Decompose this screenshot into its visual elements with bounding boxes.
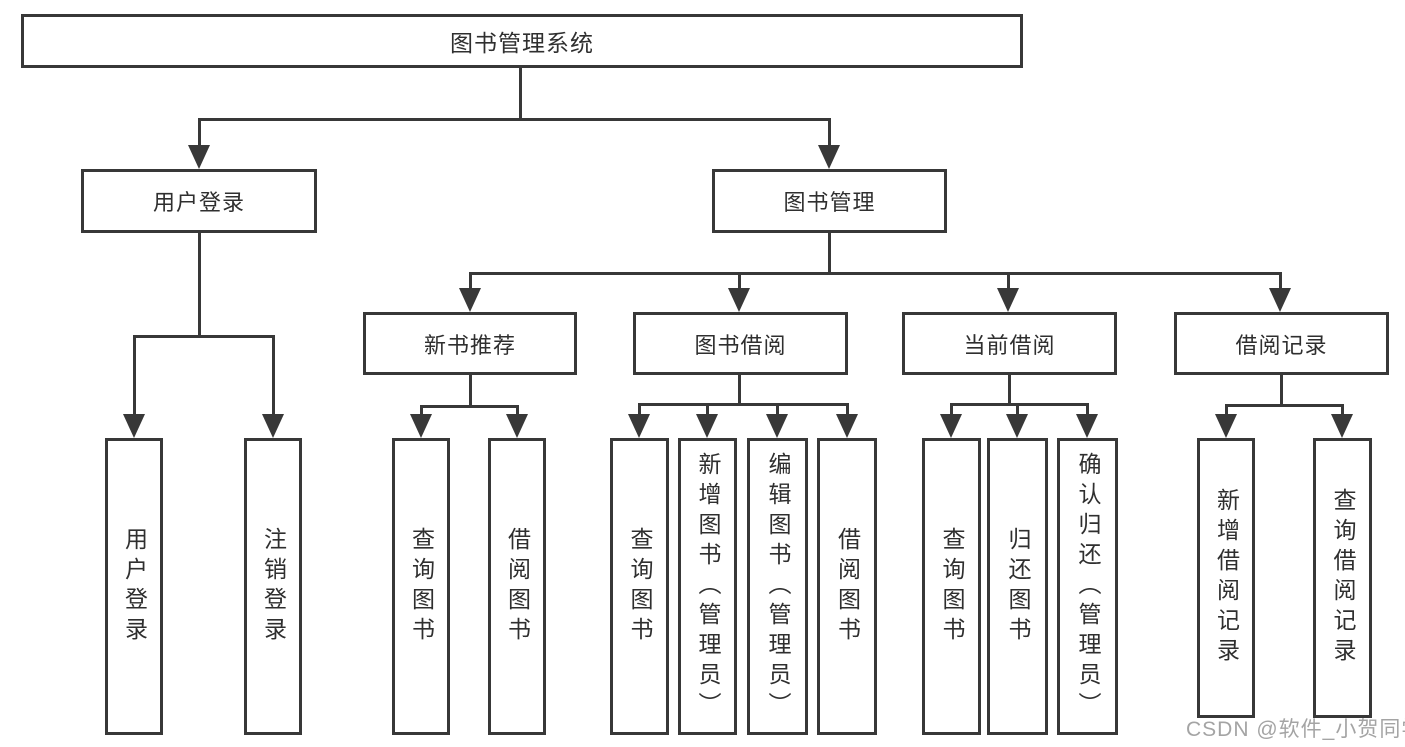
leaf-query-borrow-record: 查询借阅记录: [1313, 438, 1372, 718]
arrow-to-leaf-edit-book: [766, 403, 788, 438]
connector-currentborrow-stem: [1008, 375, 1011, 405]
node-new-book-recommend: 新书推荐: [363, 312, 577, 375]
connector-newbook-rail: [420, 405, 519, 408]
node-borrow-records: 借阅记录: [1174, 312, 1389, 375]
arrow-to-borrow-records: [1269, 272, 1291, 312]
node-user-login: 用户登录: [81, 169, 317, 233]
arrow-to-book-borrow: [728, 272, 750, 312]
connector-userlogin-rail: [133, 335, 275, 338]
leaf-query-book-borrow: 查询图书: [610, 438, 669, 735]
leaf-return-book: 归还图书: [987, 438, 1048, 735]
leaf-borrow-book-recommend: 借阅图书: [488, 438, 546, 735]
node-book-management: 图书管理: [712, 169, 947, 233]
leaf-borrow-book: 借阅图书: [817, 438, 877, 735]
arrow-to-book-management: [818, 118, 840, 169]
leaf-user-login: 用户登录: [105, 438, 163, 735]
arrow-to-current-borrow: [997, 272, 1019, 312]
arrow-to-leaf-query-book-3: [940, 403, 962, 438]
arrow-to-leaf-query-book-1: [410, 405, 432, 438]
arrow-to-leaf-confirm-return: [1076, 403, 1098, 438]
connector-records-stem: [1280, 375, 1283, 406]
arrow-to-leaf-logout: [262, 335, 284, 438]
node-book-borrow: 图书借阅: [633, 312, 848, 375]
connector-currentborrow-rail: [950, 403, 1089, 406]
leaf-query-book-current: 查询图书: [922, 438, 981, 735]
leaf-add-borrow-record: 新增借阅记录: [1197, 438, 1255, 718]
arrow-to-user-login: [188, 118, 210, 169]
connector-bookmgmt-stem: [828, 233, 831, 274]
arrow-to-new-book-recommend: [459, 272, 481, 312]
leaf-query-book-recommend: 查询图书: [392, 438, 450, 735]
leaf-add-book-admin: 新增图书（管理员）: [678, 438, 737, 735]
connector-bookborrow-stem: [738, 375, 741, 405]
connector-newbook-stem: [469, 375, 472, 407]
connector-bookborrow-rail: [638, 403, 849, 406]
node-current-borrow: 当前借阅: [902, 312, 1117, 375]
arrow-to-leaf-user-login: [123, 335, 145, 438]
node-root-library-system: 图书管理系统: [21, 14, 1023, 68]
arrow-to-leaf-query-record: [1331, 404, 1353, 438]
connector-records-rail: [1225, 404, 1344, 407]
arrow-to-leaf-add-book: [696, 403, 718, 438]
csdn-watermark: CSDN @软件_小贺同学: [1186, 718, 1405, 741]
arrow-to-leaf-add-record: [1215, 404, 1237, 438]
connector-userlogin-stem: [198, 233, 201, 337]
leaf-confirm-return-admin: 确认归还（管理员）: [1057, 438, 1118, 735]
connector-bookmgmt-rail: [469, 272, 1282, 275]
leaf-logout: 注销登录: [244, 438, 302, 735]
connector-root-stem: [519, 68, 522, 120]
leaf-edit-book-admin: 编辑图书（管理员）: [747, 438, 808, 735]
connector-root-rail: [198, 118, 831, 121]
arrow-to-leaf-query-book-2: [628, 403, 650, 438]
arrow-to-leaf-borrow-book-2: [836, 403, 858, 438]
arrow-to-leaf-borrow-book-1: [506, 405, 528, 438]
arrow-to-leaf-return-book: [1006, 403, 1028, 438]
